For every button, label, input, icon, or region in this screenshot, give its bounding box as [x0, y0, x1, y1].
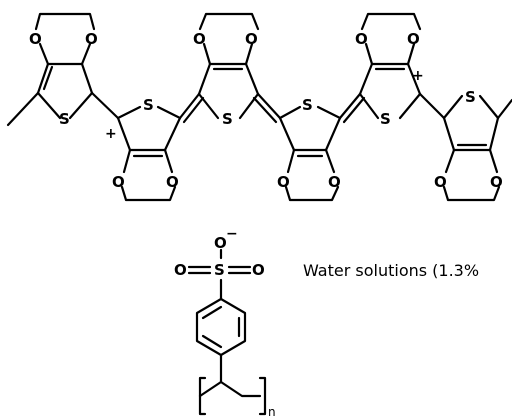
pss-unit: O − O S O n: [174, 226, 276, 419]
sulfonate-sulfur: S: [214, 261, 225, 279]
sulfur-label: S: [380, 110, 391, 128]
sulfonate-right-oxygen: O: [252, 261, 265, 279]
oxygen-label: O: [490, 173, 503, 191]
pedot-chain: O O S S O O + O O S S O O O O S + S O O: [6, 12, 512, 202]
edot-unit-3: [197, 12, 282, 124]
sulfur-label: S: [302, 96, 313, 114]
oxygen-label: O: [407, 30, 420, 48]
oxygen-label: O: [245, 30, 258, 48]
oxygen-label: O: [434, 173, 447, 191]
sulfur-label: S: [143, 96, 154, 114]
edot-unit-5: [358, 12, 446, 120]
edot-unit-2: [116, 92, 205, 202]
sulfur-label: S: [59, 110, 70, 128]
sulfur-label: S: [465, 88, 476, 106]
edot-unit-4: [278, 92, 366, 202]
oxygen-label: O: [166, 173, 179, 191]
sulfur-label: S: [222, 110, 233, 128]
oxygen-label: O: [112, 173, 125, 191]
sulfonate-anion-oxygen: O: [214, 234, 227, 252]
oxygen-label: O: [328, 173, 341, 191]
positive-charge: +: [105, 126, 117, 142]
negative-charge: −: [226, 226, 238, 242]
oxygen-label: O: [355, 30, 368, 48]
positive-charge: +: [412, 68, 424, 84]
repeat-subscript: n: [268, 405, 276, 419]
caption-text: Water solutions (1.3%: [303, 261, 479, 280]
sulfonate-left-oxygen: O: [174, 261, 187, 279]
edot-unit-1: [6, 12, 120, 127]
oxygen-label: O: [193, 30, 206, 48]
oxygen-label: O: [277, 173, 290, 191]
oxygen-label: O: [85, 30, 98, 48]
pedot-atom-labels: O O S S O O + O O S S O O O O S + S O O: [29, 30, 503, 191]
oxygen-label: O: [29, 30, 42, 48]
edot-unit-6: [442, 94, 512, 202]
